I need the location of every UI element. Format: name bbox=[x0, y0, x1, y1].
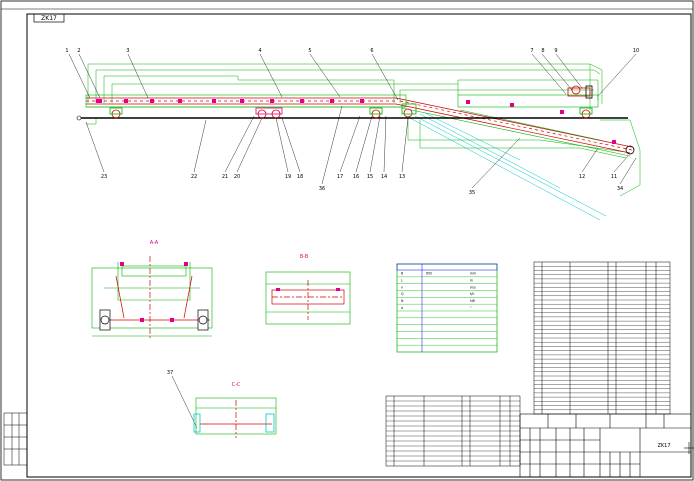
callout-1: 1 bbox=[65, 48, 68, 54]
tech-table-cell: Q bbox=[401, 292, 404, 296]
callouts-bottom: 23 22 21 20 19 18 36 17 16 15 14 13 35 1… bbox=[101, 174, 623, 196]
callout-3: 3 bbox=[126, 48, 129, 54]
callout-11: 11 bbox=[611, 174, 617, 180]
callout-21: 21 bbox=[222, 174, 228, 180]
tech-table-cell: L bbox=[401, 278, 403, 282]
boom-underside bbox=[401, 107, 631, 157]
head-pulley bbox=[625, 145, 635, 155]
dimension-lines bbox=[86, 63, 641, 197]
inner-border bbox=[26, 13, 692, 478]
main-elevation-view bbox=[76, 63, 641, 221]
title-block bbox=[519, 413, 692, 478]
callout-15: 15 bbox=[367, 174, 373, 180]
callout-5: 5 bbox=[308, 48, 311, 54]
callout-7: 7 bbox=[530, 48, 533, 54]
trolley-wheels bbox=[109, 103, 593, 119]
callout-17: 17 bbox=[337, 174, 343, 180]
view-c-c-label: C-C bbox=[232, 382, 241, 388]
callouts-top: 1 2 3 4 5 6 7 8 9 10 bbox=[65, 48, 639, 54]
callout-36: 36 bbox=[319, 186, 325, 192]
callout-14: 14 bbox=[381, 174, 387, 180]
title-block-drawing-no: ZK17 bbox=[657, 443, 670, 449]
discharge-boom bbox=[395, 97, 633, 154]
section-view-b-b: B-B bbox=[265, 254, 351, 325]
parts-list-lower bbox=[385, 395, 521, 467]
callout-20: 20 bbox=[234, 174, 240, 180]
callout-leaders bbox=[68, 53, 637, 429]
callout-35: 35 bbox=[469, 190, 475, 196]
callout-16: 16 bbox=[353, 174, 359, 180]
view-a-a-label: A-A bbox=[150, 240, 159, 246]
corner-stamp-text: ZK17 bbox=[41, 15, 57, 22]
callout-8: 8 bbox=[541, 48, 544, 54]
tech-table-cell: B bbox=[401, 272, 403, 276]
parts-list-rows bbox=[534, 266, 670, 410]
tech-table-cell: N bbox=[401, 299, 404, 303]
callout-19: 19 bbox=[285, 174, 291, 180]
parts-list bbox=[533, 261, 671, 415]
callout-6: 6 bbox=[370, 48, 373, 54]
callout-22: 22 bbox=[191, 174, 197, 180]
callout-10: 10 bbox=[633, 48, 639, 54]
chute-lines bbox=[409, 112, 607, 221]
tech-table-cell: 650 bbox=[426, 272, 432, 276]
tech-table-cell: m/s bbox=[470, 285, 476, 289]
callout-12: 12 bbox=[579, 174, 585, 180]
section-view-a-a: A-A bbox=[91, 240, 213, 340]
callout-13: 13 bbox=[399, 174, 405, 180]
section-view-c-c: C-C 37 bbox=[167, 370, 277, 438]
corner-stamp: ZK17 bbox=[33, 13, 65, 23]
upper-frame bbox=[85, 94, 599, 108]
parts-list-lower-rows bbox=[386, 400, 520, 462]
drive-unit bbox=[567, 85, 593, 99]
callout-18: 18 bbox=[297, 174, 303, 180]
callout-23: 23 bbox=[101, 174, 107, 180]
left-revision-strip bbox=[3, 412, 28, 466]
callout-9: 9 bbox=[554, 48, 557, 54]
tech-table-cell: t/h bbox=[470, 292, 474, 296]
rail-end-stop bbox=[76, 115, 82, 121]
tech-table-cell: mm bbox=[470, 272, 476, 276]
tech-table-cell: kW bbox=[470, 299, 476, 303]
truss-accents bbox=[96, 99, 616, 144]
callout-34: 34 bbox=[617, 186, 623, 192]
callout-2: 2 bbox=[77, 48, 80, 54]
callout-4: 4 bbox=[258, 48, 261, 54]
tech-table-cell: m bbox=[470, 278, 473, 282]
conveyor-truss bbox=[86, 97, 396, 105]
tech-table-cell: v bbox=[401, 285, 403, 289]
tech-table-cell: ° bbox=[470, 306, 472, 310]
callout-37: 37 bbox=[167, 370, 173, 376]
view-b-b-label: B-B bbox=[300, 254, 309, 260]
tech-table-cell: α bbox=[401, 306, 403, 310]
